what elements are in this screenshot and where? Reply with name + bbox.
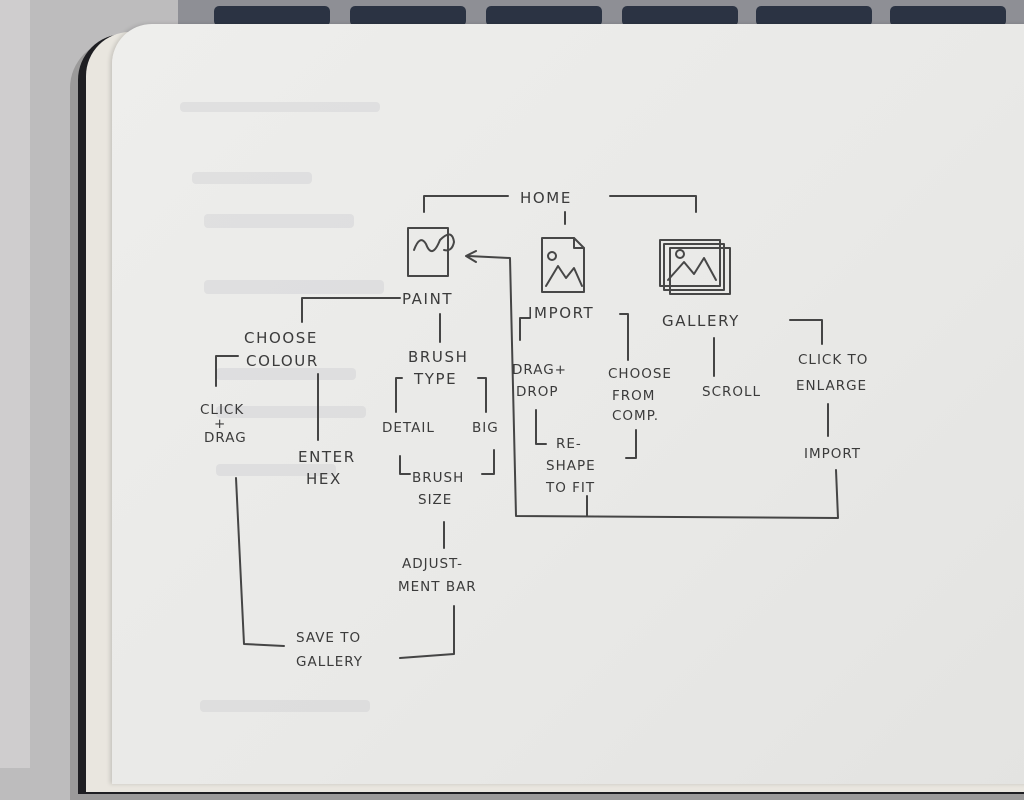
click-to-enlarge-label: ENLARGE: [796, 378, 867, 394]
image-file-icon: [541, 237, 585, 293]
laptop-keyboard: [178, 0, 1024, 30]
connector-lines: [215, 195, 839, 659]
reshape-label: RE-: [556, 436, 582, 452]
connector-drag-reshape: [535, 409, 547, 445]
connector-big-size: [481, 449, 495, 475]
bleed-through-text: [204, 280, 384, 294]
connector-home-gallery: [609, 195, 697, 213]
bleed-through-text: [216, 368, 356, 380]
connector-import-choose: [619, 313, 629, 361]
choose-from-comp-label: COMP.: [612, 408, 659, 424]
bleed-through-text: [192, 172, 312, 184]
click-to-enlarge-label: CLICK TO: [798, 352, 868, 368]
connector-type-detail: [395, 377, 403, 413]
choose-from-comp-label: CHOOSE: [608, 366, 672, 382]
gallery-import-label: IMPORT: [804, 446, 861, 462]
arrowhead-icon: [465, 250, 477, 263]
choose-from-comp-label: FROM: [612, 388, 655, 404]
keyboard-key: [756, 6, 872, 26]
connector-paint-colour: [301, 297, 401, 323]
connector-type-big: [477, 377, 487, 413]
brush-type-label: TYPE: [413, 370, 457, 388]
reshape-label: TO FIT: [545, 480, 595, 496]
click-drag-label: +: [214, 416, 226, 432]
connector-import-drag: [519, 317, 531, 341]
scroll-label: SCROLL: [702, 384, 761, 400]
keyboard-key: [486, 6, 602, 26]
stacked-photos-icon: [659, 239, 731, 295]
choose-colour-label: COLOUR: [246, 352, 319, 370]
enter-hex-label: HEX: [306, 470, 342, 488]
connector-gallery-enlarge: [789, 319, 823, 345]
brush-size-label: SIZE: [418, 492, 452, 508]
paint-document-icon: [407, 227, 455, 277]
connector-colour-click: [215, 355, 239, 387]
brush-type-label: BRUSH: [408, 348, 469, 366]
bleed-through-text: [216, 406, 366, 418]
drag-drop-label: DRAG+: [512, 362, 567, 378]
reshape-label: SHAPE: [546, 458, 596, 474]
enter-hex-label: ENTER: [298, 448, 356, 466]
notebook-page: [112, 24, 1024, 784]
connector-detail-size: [399, 455, 411, 475]
connector-adjust-save: [399, 605, 455, 659]
bleed-through-text: [204, 214, 354, 228]
click-drag-label: CLICK: [200, 402, 244, 418]
keyboard-key: [622, 6, 738, 26]
detail-label: DETAIL: [382, 420, 435, 436]
drag-drop-label: DROP: [516, 384, 559, 400]
bleed-through-text: [180, 102, 380, 112]
connector-home-paint: [423, 195, 509, 213]
adjustment-bar-label: MENT BAR: [398, 579, 477, 595]
save-to-gallery-label: GALLERY: [296, 654, 363, 670]
brush-size-label: BRUSH: [412, 470, 464, 486]
desk-surface: [0, 0, 30, 768]
big-label: BIG: [472, 420, 499, 436]
save-to-gallery-label: SAVE TO: [296, 630, 361, 646]
sitemap-diagram: HOME PAINT CHOOSE COLOUR CLICK + DRAG EN…: [200, 189, 868, 670]
connector-import-back-to-paint: [467, 255, 839, 519]
gallery-label: GALLERY: [662, 312, 740, 330]
home-label: HOME: [520, 189, 572, 207]
keyboard-key: [350, 6, 466, 26]
bleed-through-text: [200, 700, 370, 712]
connector-click-save: [235, 477, 285, 647]
bleed-through-text: [216, 464, 336, 476]
adjustment-bar-label: ADJUST-: [402, 556, 463, 572]
paint-label: PAINT: [402, 290, 453, 308]
diagram-labels: HOME PAINT CHOOSE COLOUR CLICK + DRAG EN…: [200, 189, 868, 670]
click-drag-label: DRAG: [204, 430, 247, 446]
connector-choose-reshape: [625, 429, 637, 459]
keyboard-key: [214, 6, 330, 26]
import-label: IMPORT: [528, 304, 594, 322]
choose-colour-label: CHOOSE: [244, 329, 318, 347]
keyboard-key: [890, 6, 1006, 26]
